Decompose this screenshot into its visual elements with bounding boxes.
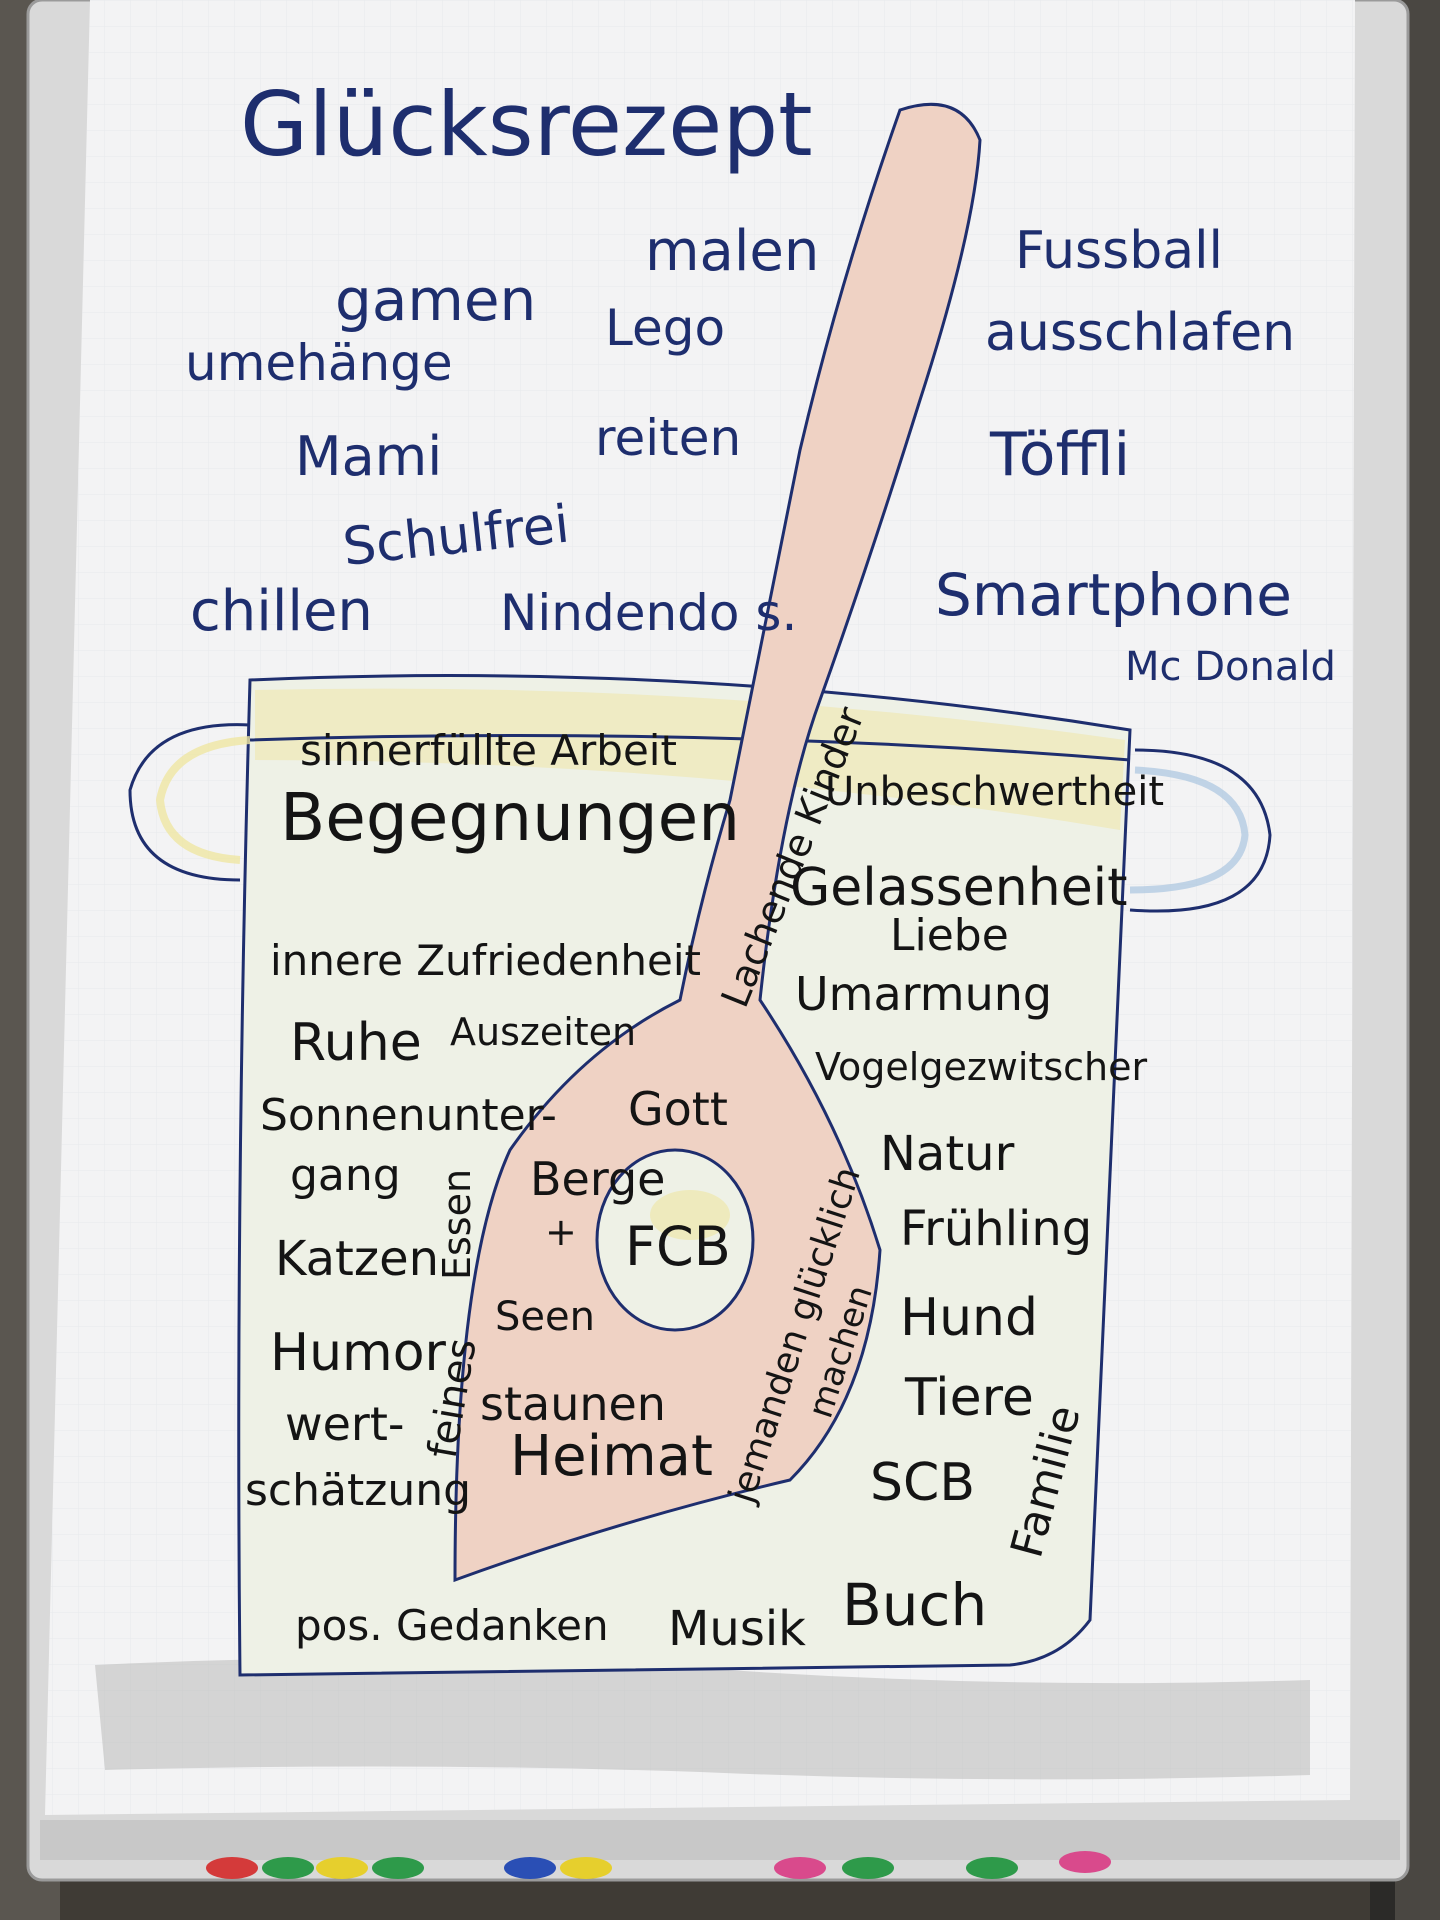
word-lego: Lego <box>605 299 725 357</box>
word-reiten: reiten <box>595 409 741 467</box>
word-buch: Buch <box>842 1571 987 1639</box>
word-nindendo: Nindendo s. <box>500 584 797 642</box>
word-mami: Mami <box>295 425 442 488</box>
word-staunen: staunen <box>480 1377 666 1431</box>
word-sonnenunter: Sonnenunter- <box>260 1090 557 1141</box>
word-schaetzung: schätzung <box>245 1465 471 1516</box>
word-malen: malen <box>645 219 819 284</box>
word-smartphone: Smartphone <box>935 561 1292 629</box>
word-begegnungen: Begegnungen <box>280 779 740 856</box>
word-scb: SCB <box>870 1453 975 1513</box>
word-heimat: Heimat <box>510 1424 713 1489</box>
word-toeffli: Töffli <box>989 420 1130 490</box>
word-gott: Gott <box>628 1082 728 1136</box>
word-humor: Humor <box>270 1323 447 1383</box>
word-mcdonald: Mc Donald <box>1125 644 1336 690</box>
word-umarmung: Umarmung <box>795 967 1052 1021</box>
word-chillen: chillen <box>190 579 373 644</box>
marker-tray <box>40 1820 1400 1860</box>
word-gelassenheit: Gelassenheit <box>790 858 1128 918</box>
pot-words: sinnerfüllte Arbeit Begegnungen innere Z… <box>245 726 1164 1657</box>
word-gang: gang <box>290 1150 401 1201</box>
word-fussball: Fussball <box>1015 221 1223 281</box>
word-musik: Musik <box>668 1601 806 1657</box>
ground-shading <box>95 1658 1310 1780</box>
word-plus: + <box>545 1210 577 1254</box>
markers <box>206 1851 1111 1879</box>
poster-title: Glücksrezept <box>240 73 813 176</box>
word-fruehling: Frühling <box>900 1201 1092 1257</box>
word-fcb: FCB <box>625 1215 731 1278</box>
word-umehaenge: umehänge <box>185 334 453 392</box>
word-natur: Natur <box>880 1126 1015 1182</box>
word-gamen: gamen <box>335 266 536 334</box>
word-vogelgezwitscher: Vogelgezwitscher <box>815 1045 1147 1089</box>
spoon-shape <box>453 102 982 1583</box>
word-seen: Seen <box>495 1294 595 1340</box>
pot-left-handle <box>128 723 251 882</box>
word-pos-gedanken: pos. Gedanken <box>295 1601 609 1650</box>
pot-right-handle <box>1129 748 1272 913</box>
word-sinnerfuellte-arbeit: sinnerfüllte Arbeit <box>300 726 677 775</box>
word-innere-zufriedenheit: innere Zufriedenheit <box>270 936 701 985</box>
pot-rim-chalk <box>255 688 1125 830</box>
word-unbeschwertheit: Unbeschwertheit <box>825 769 1164 815</box>
word-hund: Hund <box>900 1288 1038 1348</box>
pot-rim-line <box>249 734 1131 762</box>
word-auszeiten: Auszeiten <box>450 1010 636 1054</box>
word-liebe: Liebe <box>890 910 1009 961</box>
word-ruhe: Ruhe <box>290 1013 422 1073</box>
word-wert: wert- <box>285 1397 404 1451</box>
word-katzen: Katzen <box>275 1231 439 1287</box>
word-essen: Essen <box>435 1169 479 1280</box>
word-ausschlafen: ausschlafen <box>985 303 1295 363</box>
spoon-drawing <box>453 102 982 1583</box>
word-berge: Berge <box>530 1152 665 1206</box>
word-tiere: Tiere <box>904 1368 1034 1428</box>
